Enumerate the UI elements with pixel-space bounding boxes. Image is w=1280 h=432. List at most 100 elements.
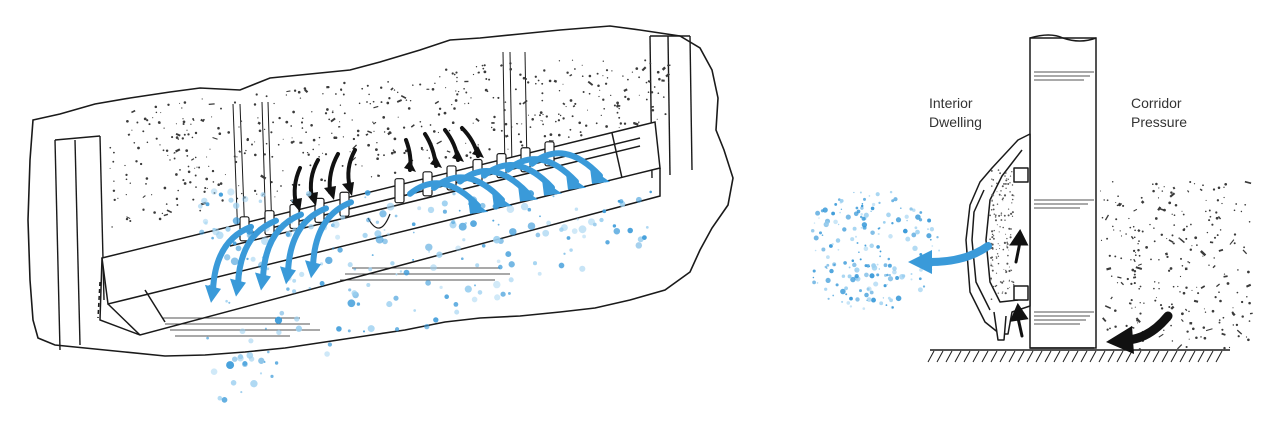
blue-arrow-shaft: [529, 150, 603, 179]
debris-dot: [558, 60, 561, 62]
debris-dot: [509, 62, 512, 65]
debris-dot: [386, 127, 390, 131]
air-particle: [839, 211, 841, 214]
insulation-dot: [996, 191, 998, 193]
air-particle: [411, 222, 416, 227]
debris-dot: [1243, 246, 1246, 249]
air-particle: [876, 245, 880, 249]
air-particle: [224, 254, 231, 261]
air-particle: [241, 195, 249, 203]
insulation-dot: [1000, 212, 1003, 214]
air-particle: [846, 301, 851, 305]
air-particle: [248, 338, 254, 344]
air-particle: [364, 196, 367, 199]
air-particle: [871, 202, 876, 207]
air-particle: [878, 227, 881, 229]
air-particle: [576, 218, 579, 221]
debris-dot: [221, 199, 224, 202]
air-particle: [332, 220, 340, 229]
floor-hatch-line: [1206, 350, 1214, 363]
debris-dot: [368, 93, 370, 96]
air-particle: [861, 203, 864, 205]
debris-dot: [622, 75, 624, 77]
debris-dot: [1153, 240, 1156, 243]
debris-dot: [537, 79, 540, 82]
debris-dot: [1186, 330, 1189, 333]
insulation-dot: [1001, 292, 1003, 294]
debris-dot: [1133, 236, 1136, 239]
air-particle: [860, 212, 863, 216]
air-particle: [866, 299, 868, 302]
air-particle: [818, 217, 820, 219]
debris-dot: [475, 66, 478, 68]
debris-dot: [370, 176, 373, 178]
debris-dot: [582, 91, 585, 93]
air-particle: [855, 297, 860, 302]
debris-chip: [1199, 188, 1203, 192]
air-particle: [417, 206, 422, 211]
debris-dot: [645, 98, 648, 101]
debris-chip: [191, 158, 195, 161]
air-particle: [882, 221, 886, 224]
debris-dot: [1181, 210, 1183, 212]
debris-dot: [1145, 246, 1147, 248]
debris-dot: [1233, 209, 1236, 212]
blue-arrow-head: [590, 167, 610, 184]
air-particle: [336, 326, 342, 332]
debris-chip: [1249, 312, 1253, 315]
air-particle: [888, 274, 891, 277]
debris-dot: [1182, 291, 1186, 295]
debris-chip: [1164, 252, 1169, 256]
debris-dot: [189, 181, 192, 184]
insulation-dot: [1004, 175, 1006, 177]
air-particle: [240, 391, 243, 394]
debris-dot: [332, 110, 334, 112]
debris-chip: [1117, 276, 1122, 279]
air-particle: [537, 271, 542, 276]
debris-dot: [497, 96, 500, 99]
debris-dot: [1235, 203, 1238, 205]
debris-dot: [1191, 289, 1193, 291]
debris-dot: [431, 87, 435, 91]
debris-dot: [504, 122, 508, 126]
debris-dot: [1233, 233, 1237, 236]
air-particle: [863, 246, 869, 251]
debris-dot: [165, 149, 169, 153]
debris-chip: [464, 80, 469, 83]
insulation-dot: [1012, 180, 1014, 182]
debris-dot: [157, 121, 161, 124]
debris-dot: [434, 82, 436, 85]
debris-chip: [1218, 248, 1224, 252]
debris-dot: [203, 190, 206, 193]
insulation-dot: [1005, 233, 1007, 235]
air-particles: [197, 188, 652, 403]
air-particle: [430, 264, 437, 271]
air-particle: [199, 229, 205, 235]
air-particle: [926, 233, 932, 239]
debris-dot: [623, 122, 627, 125]
debris-dot: [339, 121, 341, 123]
debris-dot: [396, 91, 399, 94]
air-particle: [393, 295, 399, 301]
air-particle: [477, 290, 483, 295]
debris-dot: [566, 71, 569, 74]
debris-dot: [509, 67, 512, 71]
air-particle: [848, 266, 851, 269]
insulation-dot: [992, 208, 995, 211]
debris-chip: [212, 137, 218, 140]
blue-arrow-head: [230, 278, 246, 297]
debris-dot: [1166, 238, 1168, 240]
debris-dot: [238, 185, 240, 187]
debris-dot: [1126, 277, 1129, 281]
debris-dot: [167, 103, 170, 106]
debris-dot: [605, 125, 608, 128]
air-particle: [919, 211, 923, 214]
air-particle: [613, 227, 621, 235]
debris-dot: [488, 78, 491, 81]
insulation-dot: [992, 265, 994, 267]
air-particle: [386, 301, 393, 308]
debris-dot: [586, 109, 589, 111]
debris-chip: [175, 148, 181, 153]
debris-dot: [322, 93, 324, 95]
debris-dot: [507, 148, 509, 150]
